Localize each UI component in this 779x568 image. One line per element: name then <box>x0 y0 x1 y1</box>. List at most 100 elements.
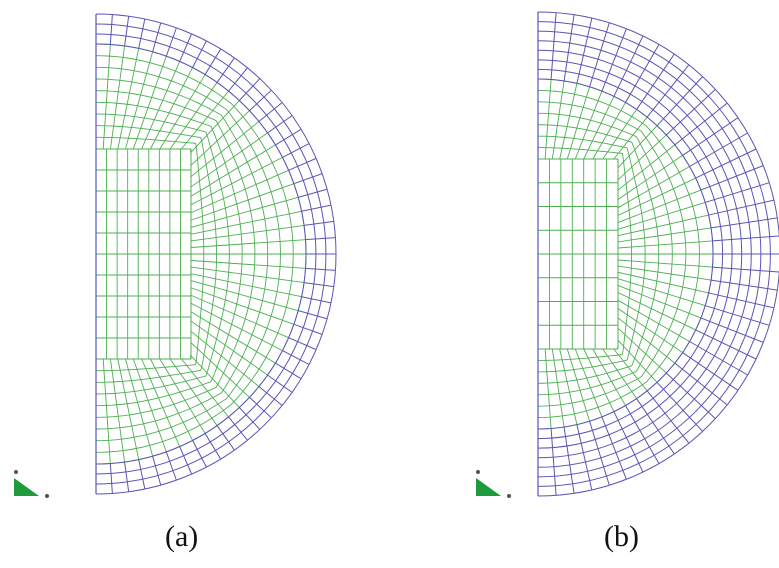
mesh-radial-line <box>109 463 113 494</box>
mesh-spoke-line <box>551 80 565 160</box>
mesh-radial-line <box>303 220 334 226</box>
mesh-radial-line <box>576 424 593 491</box>
mesh-spoke-line <box>150 67 194 150</box>
mesh-radial-line <box>613 35 644 97</box>
mesh-spoke-line <box>617 259 713 268</box>
caption-b: (b) <box>604 520 639 553</box>
mesh-spoke-line <box>592 102 626 160</box>
mesh-spoke-line <box>617 201 706 230</box>
mesh-radial-line <box>563 426 575 494</box>
mesh-radial-line <box>238 407 261 430</box>
mesh-spoke-line <box>617 134 667 181</box>
mesh-radial-line <box>682 352 739 391</box>
mesh-radial-line <box>165 451 177 481</box>
mesh-spoke-line <box>141 358 181 447</box>
mesh-spoke-line <box>574 90 603 160</box>
mesh-radial-line <box>665 372 716 419</box>
mesh-radial-line <box>298 310 328 320</box>
mesh-radial-line <box>216 425 235 451</box>
mesh-radial-line <box>708 292 775 309</box>
mesh-radial-line <box>305 237 336 241</box>
mesh-radial-line <box>305 267 336 271</box>
mesh-spoke-line <box>617 278 706 307</box>
mesh-radial-line <box>301 204 332 212</box>
mesh-spoke-line <box>190 311 276 364</box>
axis-triad-icon <box>476 470 511 498</box>
mesh-spoke-line <box>190 169 289 214</box>
triad-axis-dot <box>507 494 511 498</box>
mesh-spoke-line <box>617 155 683 200</box>
mesh-arc-line <box>95 43 307 465</box>
mesh-radial-line <box>636 398 675 455</box>
mesh-spoke-line <box>190 239 306 248</box>
mesh-radial-line <box>682 117 739 156</box>
mesh-radial-line <box>710 217 778 229</box>
mesh-radial-line <box>646 390 690 444</box>
mesh-radial-line <box>293 323 323 335</box>
mesh-radial-line <box>152 22 162 52</box>
mesh-spoke-line <box>169 358 218 426</box>
mesh-spoke-line <box>109 358 126 463</box>
mesh-radial-line <box>710 279 778 291</box>
mesh-radial-line <box>179 33 193 62</box>
mesh-radial-line <box>138 18 146 49</box>
mesh-radial-line <box>204 48 222 75</box>
mesh-radial-line <box>267 115 293 134</box>
mesh-spoke-line <box>617 339 658 383</box>
mesh-radial-line <box>192 40 207 68</box>
mesh-radial-line <box>589 421 610 486</box>
mesh-spoke-line <box>190 342 250 398</box>
mesh-radial-line <box>656 76 703 127</box>
mesh-spoke-line <box>117 358 140 460</box>
mesh-radial-line <box>636 53 675 110</box>
mesh-spoke-line <box>566 348 591 422</box>
mesh-spoke-line <box>190 330 260 387</box>
mesh-radial-line <box>705 305 770 326</box>
mesh-spoke-line <box>190 302 283 352</box>
mesh-spoke-line <box>617 308 683 353</box>
mesh-radial-line <box>138 459 146 490</box>
mesh-radial-line <box>550 12 557 80</box>
mesh-spoke-line <box>617 125 658 169</box>
mesh-spoke-line <box>190 273 302 298</box>
mesh-radial-line <box>712 266 779 273</box>
mesh-spoke-line <box>190 121 260 178</box>
mesh-spoke-line <box>190 280 299 312</box>
mesh-spoke-line <box>617 265 712 281</box>
mesh-spoke-line <box>190 210 302 235</box>
mesh-radial-line <box>204 433 222 460</box>
mesh-spoke-line <box>150 358 194 441</box>
mesh-radial-line <box>625 44 660 103</box>
mesh-radial-line <box>700 165 764 191</box>
mesh-radial-line <box>712 235 779 242</box>
mesh-radial-line <box>267 374 293 393</box>
mesh-spoke-line <box>617 240 713 249</box>
axis-triad-icon <box>14 470 49 498</box>
mesh-spoke-line <box>190 132 268 188</box>
mesh-radial-line <box>238 78 261 101</box>
mesh-spoke-line <box>102 358 111 464</box>
mesh-spoke-line <box>190 287 295 325</box>
mesh-spoke-line <box>617 166 690 209</box>
mesh-radial-line <box>674 362 728 406</box>
mesh-radial-line <box>249 396 272 419</box>
mesh-radial-line <box>625 405 660 464</box>
mesh-radial-line <box>249 89 272 112</box>
mesh-radial-line <box>275 362 302 380</box>
caption-a: (a) <box>165 520 199 553</box>
mesh-radial-line <box>165 27 177 57</box>
mesh-radial-line <box>258 386 283 406</box>
mesh-spoke-line <box>190 144 276 197</box>
mesh-spoke-line <box>617 227 712 243</box>
mesh-spoke-line <box>544 79 552 160</box>
mesh-spoke-line <box>190 183 295 221</box>
mesh-spoke-line <box>617 317 676 364</box>
mesh-spoke-line <box>613 348 648 392</box>
mesh-spoke-line <box>190 260 306 269</box>
mesh-radial-line <box>563 14 575 82</box>
mesh-spoke-line <box>592 348 626 406</box>
mesh-spoke-line <box>574 348 603 418</box>
mesh-spoke-line <box>124 358 154 457</box>
triad-axis-dot <box>476 470 480 474</box>
